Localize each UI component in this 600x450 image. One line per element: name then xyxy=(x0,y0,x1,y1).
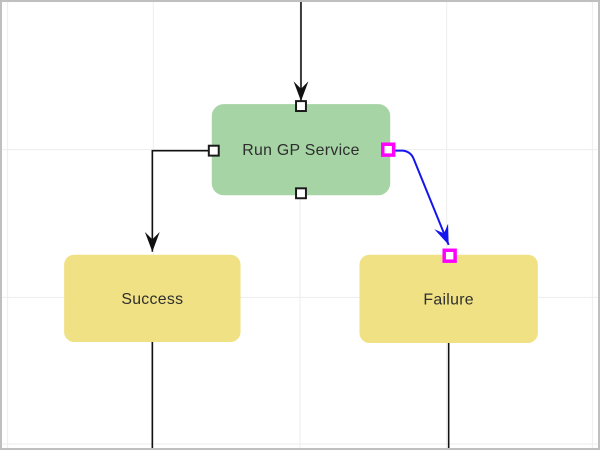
node-success-shape[interactable] xyxy=(64,254,241,342)
link-run-gp-service-to-success[interactable] xyxy=(144,149,212,252)
node-run-gp-service-shape[interactable] xyxy=(211,104,391,196)
node-failure[interactable]: Failure xyxy=(359,254,538,343)
node-failure-label: Failure xyxy=(423,291,474,308)
node-run-gp-service[interactable]: Run GP Service xyxy=(211,104,391,196)
node-success[interactable]: Success xyxy=(64,254,241,342)
port-run-gp-service-right[interactable] xyxy=(381,142,396,157)
port-run-gp-service-top[interactable] xyxy=(295,100,307,113)
link-run-gp-service-to-failure[interactable] xyxy=(388,149,450,246)
node-success-label: Success xyxy=(121,291,183,308)
node-run-gp-service-label: Run GP Service xyxy=(242,142,359,159)
port-run-gp-service-left[interactable] xyxy=(207,144,220,157)
port-run-gp-service-bottom[interactable] xyxy=(295,187,307,200)
node-failure-shape[interactable] xyxy=(359,254,538,343)
port-failure-top[interactable] xyxy=(442,248,457,263)
